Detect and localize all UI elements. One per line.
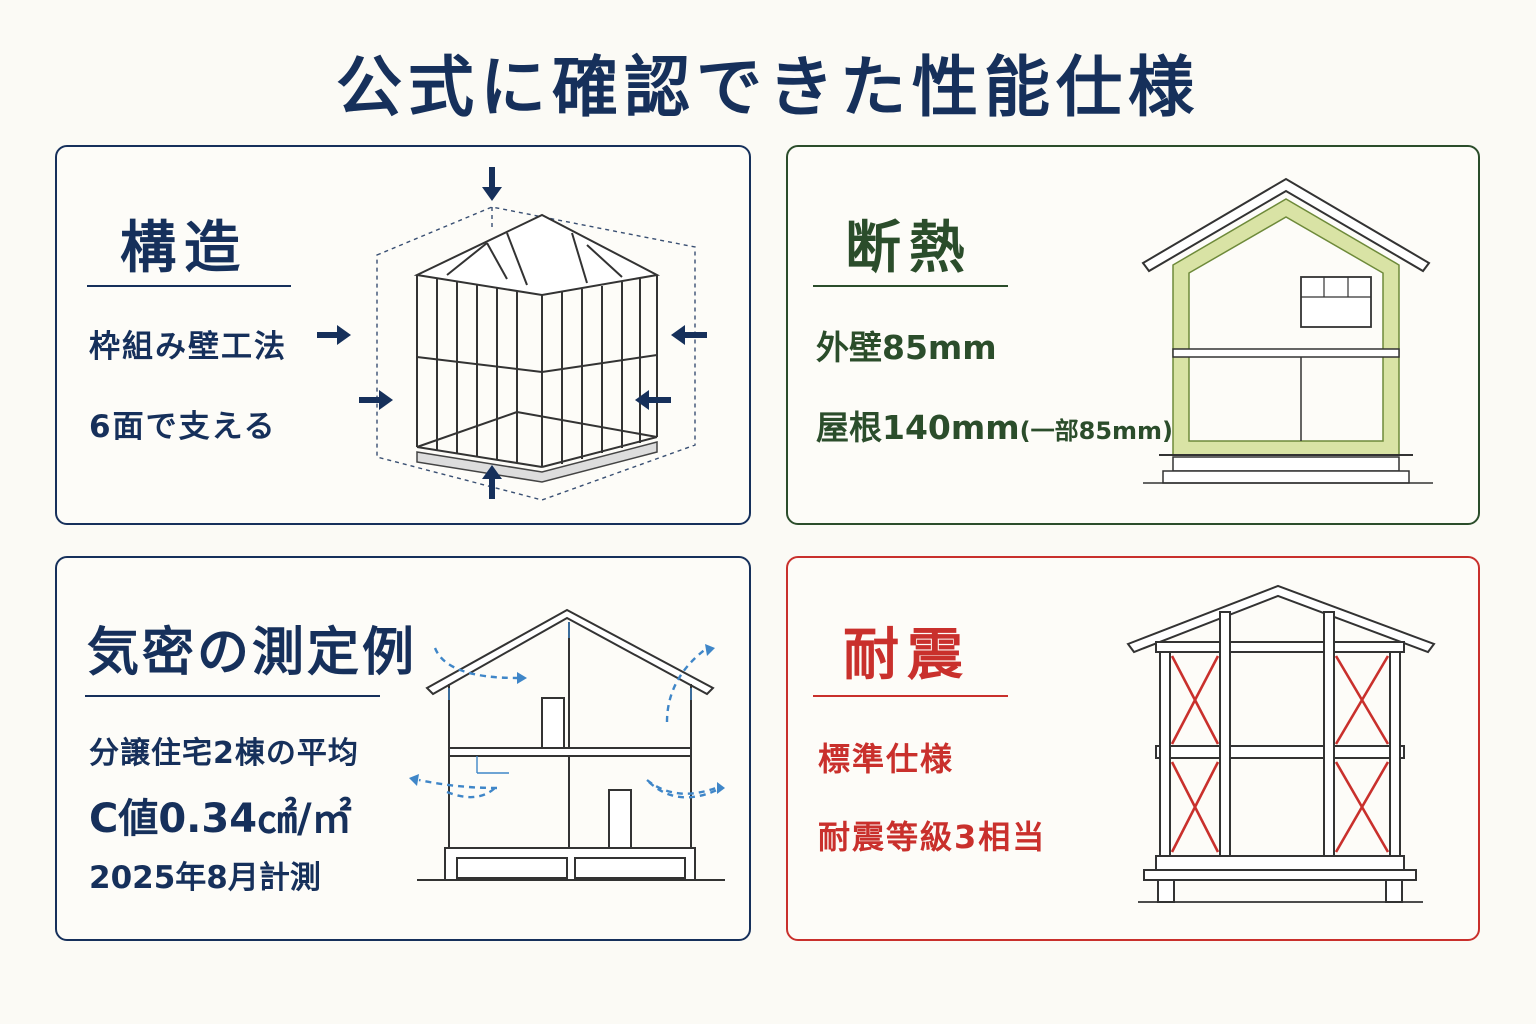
insulation-heading: 断熱 <box>845 216 973 281</box>
page-title: 公式に確認できた性能仕様 <box>336 49 1200 126</box>
roof-insulation-row: 屋根140mm(一部85mm) <box>816 401 1173 449</box>
airtightness-heading-rule <box>85 695 380 697</box>
insulation-panel: 断熱 外壁85mm 屋根140mm(一部85mm) <box>786 145 1480 525</box>
seismic-heading-rule <box>813 695 1008 697</box>
wall-insulation-text: 外壁85mm <box>816 328 997 367</box>
measurement-date-text: 2025年8月計測 <box>89 860 321 896</box>
airtightness-section-illustration <box>409 608 725 881</box>
airtightness-panel: 気密の測定例 分譲住宅2棟の平均 C値0.34㎠/㎡ 2025年8月計測 <box>55 556 751 941</box>
platform-frame-illustration <box>317 167 707 501</box>
seismic-panel: 耐震 標準仕様 耐震等級3相当 <box>786 556 1480 941</box>
roof-insulation-note: (一部85mm) <box>1019 417 1174 445</box>
structure-heading: 構造 <box>120 216 248 281</box>
insulation-heading-rule <box>813 285 1008 287</box>
c-value-text: C値0.34㎠/㎡ <box>89 796 352 842</box>
seismic-brace-illustration <box>1126 584 1436 903</box>
seismic-grade-text: 耐震等級3相当 <box>818 818 1047 856</box>
structure-method-text: 枠組み壁工法 <box>89 329 287 365</box>
insulation-section-illustration <box>1141 177 1433 484</box>
roof-insulation-text: 屋根140mm <box>816 408 1020 447</box>
standard-spec-text: 標準仕様 <box>818 740 955 778</box>
structure-panel: 構造 枠組み壁工法 6面で支える <box>55 145 751 525</box>
seismic-heading: 耐震 <box>843 623 971 688</box>
sample-houses-text: 分譲住宅2棟の平均 <box>89 736 359 771</box>
structure-support-text: 6面で支える <box>89 409 277 445</box>
airtightness-heading: 気密の測定例 <box>87 623 418 683</box>
structure-heading-rule <box>87 285 291 287</box>
